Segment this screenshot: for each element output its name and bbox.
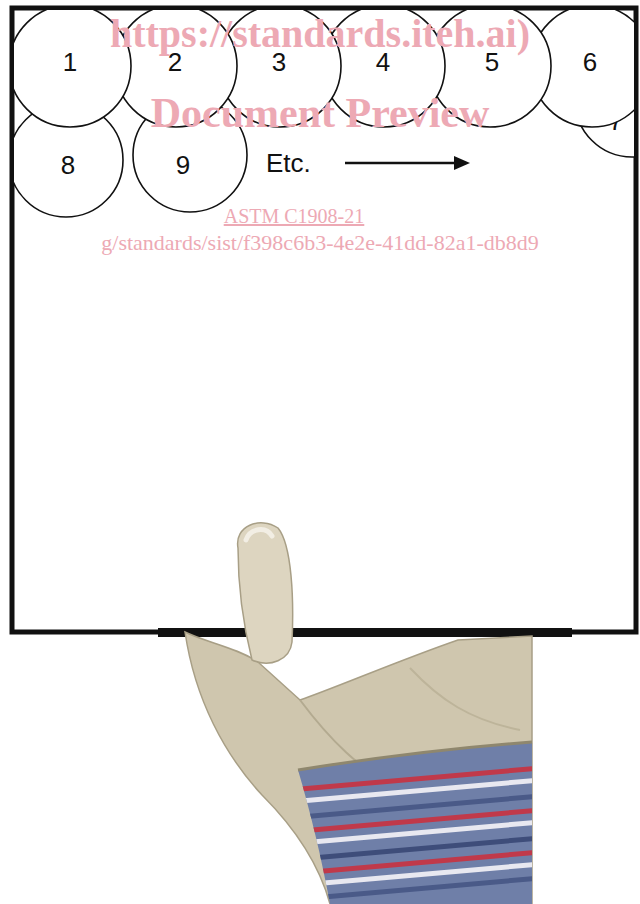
watermark: ASTM C1908-21 [224,206,365,226]
glove-highlight [246,530,272,540]
step-number: 1 [63,49,77,75]
step-number: 8 [61,152,75,178]
step-number: 6 [583,49,597,75]
glove-thumb [238,523,293,663]
step-number: 9 [176,152,190,178]
glove-cuff [290,735,540,904]
watermark: Document Preview [151,92,490,134]
watermark: https://standards.iteh.ai) [110,14,530,54]
direction-arrow [345,162,456,165]
box-edge [158,628,572,637]
cuff-seam [298,742,532,770]
continuation-note: Etc. [266,150,311,176]
glove-seam [410,668,520,730]
arrow-head [454,156,470,170]
watermark: g/standards/sist/f398c6b3-4e2e-41dd-82a1… [101,232,538,254]
